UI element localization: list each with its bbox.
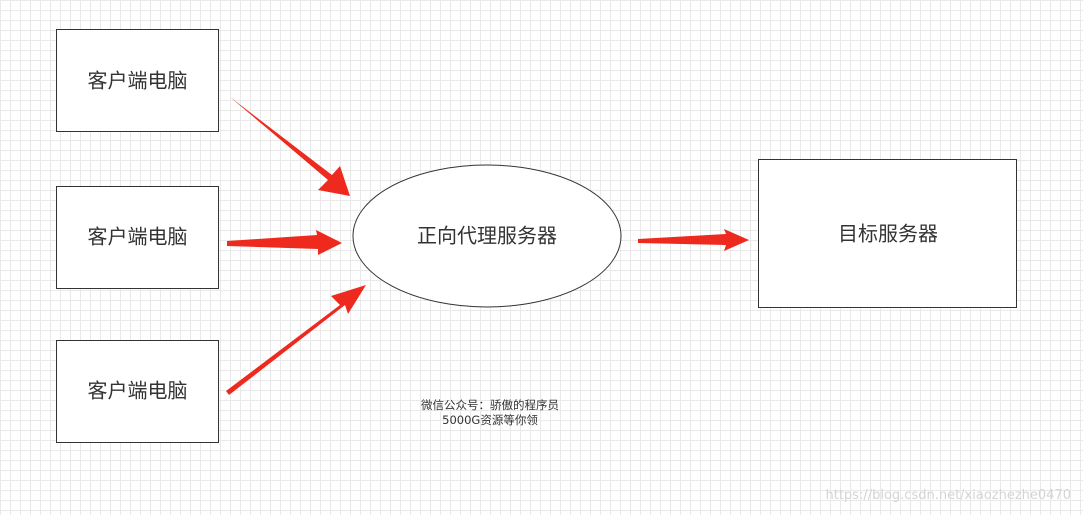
arrow-client-1-to-proxy — [230, 97, 350, 196]
wechat-note: 微信公众号：骄傲的程序员 5000G资源等你领 — [380, 398, 600, 428]
wechat-note-line-2: 5000G资源等你领 — [442, 413, 538, 427]
proxy-server-ellipse[interactable] — [352, 164, 622, 308]
client-box-3[interactable] — [56, 340, 219, 443]
csdn-watermark: https://blog.csdn.net/xiaozhezhe0470 — [825, 488, 1072, 503]
client-label-3: 客户端电脑 — [88, 379, 188, 403]
client-box-2[interactable] — [56, 186, 219, 289]
wechat-note-line-1: 微信公众号：骄傲的程序员 — [421, 398, 559, 412]
target-server-box[interactable] — [758, 159, 1017, 308]
client-box-1[interactable] — [56, 29, 219, 132]
arrow-client-3-to-proxy — [226, 285, 366, 395]
proxy-server-label: 正向代理服务器 — [417, 224, 557, 248]
client-label-2: 客户端电脑 — [88, 225, 188, 249]
target-server-label: 目标服务器 — [838, 222, 938, 246]
client-label-1: 客户端电脑 — [88, 69, 188, 93]
arrow-client-2-to-proxy — [227, 230, 342, 255]
arrow-proxy-to-target — [638, 229, 749, 251]
